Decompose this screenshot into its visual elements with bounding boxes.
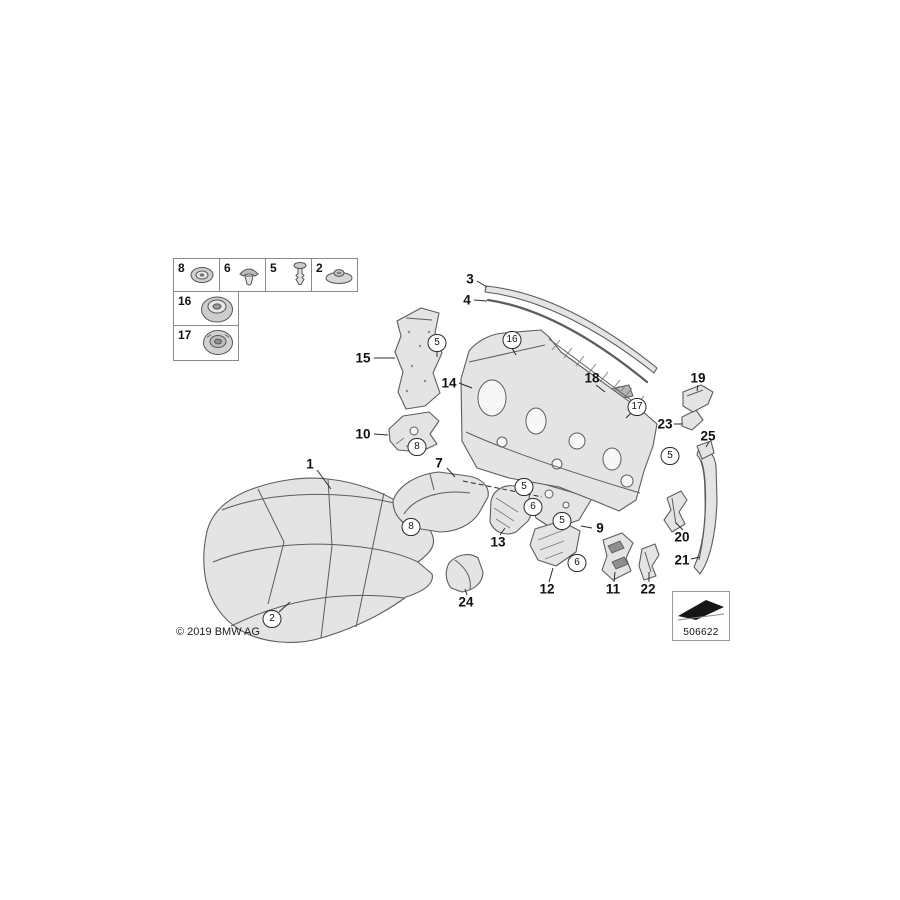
part-callout-24[interactable]: 24	[458, 594, 474, 610]
part-callout-3[interactable]: 3	[466, 271, 474, 287]
fastener-box-6[interactable]: 6	[219, 258, 266, 292]
part-callout-11[interactable]: 11	[605, 581, 621, 597]
diagram-number: 506622	[683, 627, 719, 638]
fastener-box-5[interactable]: 5	[265, 258, 312, 292]
part-3-cowl-strip	[484, 285, 658, 374]
ref-callout-8-5[interactable]: 8	[401, 518, 421, 536]
part-callout-25[interactable]: 25	[700, 428, 716, 444]
fastener-box-label: 6	[224, 261, 231, 275]
fastener-box-2[interactable]: 2	[311, 258, 358, 292]
part-10-bracket-insulation	[388, 411, 440, 453]
diagram-number-plate: 506622	[672, 591, 730, 641]
screw-grommet-icon	[324, 265, 354, 285]
ref-callout-8-4[interactable]: 8	[407, 438, 427, 456]
ref-callout-5-1[interactable]: 5	[427, 334, 447, 352]
ref-callout-5-10[interactable]: 5	[660, 447, 680, 465]
part-callout-14[interactable]: 14	[441, 375, 457, 391]
grommet-icon	[188, 264, 216, 286]
fastener-box-label: 16	[178, 294, 192, 308]
copyright-text: © 2019 BMW AG	[176, 626, 260, 638]
part-callout-21[interactable]: 21	[674, 552, 690, 568]
part-callout-20[interactable]: 20	[674, 529, 690, 545]
part-callout-23[interactable]: 23	[657, 416, 673, 432]
ref-callout-6-7[interactable]: 6	[523, 498, 543, 516]
fastener-box-label: 17	[178, 328, 192, 342]
part-15-side-insulation	[394, 307, 443, 410]
part-callout-22[interactable]: 22	[640, 581, 656, 597]
part-4-cowl-strip	[486, 298, 649, 384]
part-21-side-strip	[693, 448, 718, 575]
part-22-strip	[638, 543, 660, 581]
plastic-nut-icon	[201, 328, 235, 359]
fastener-box-16[interactable]: 16	[173, 291, 239, 326]
part-callout-7[interactable]: 7	[435, 455, 443, 471]
ref-callout-6-9[interactable]: 6	[567, 554, 587, 572]
part-1-hood-insulation-panel	[203, 477, 435, 643]
part-11-bracket	[601, 532, 634, 581]
part-callout-10[interactable]: 10	[355, 426, 371, 442]
part-callout-13[interactable]: 13	[490, 534, 506, 550]
ref-callout-5-8[interactable]: 5	[552, 512, 572, 530]
part-callout-19[interactable]: 19	[690, 370, 706, 386]
part-callout-12[interactable]: 12	[539, 581, 555, 597]
ref-callout-16-2[interactable]: 16	[502, 331, 522, 349]
part-20-bracket	[663, 490, 688, 533]
wedge-icon	[677, 600, 725, 621]
part-25-small-wedge	[696, 440, 715, 460]
ref-callout-5-6[interactable]: 5	[514, 478, 534, 496]
part-14-firewall-panel	[460, 329, 658, 512]
fastener-box-17[interactable]: 17	[173, 325, 239, 361]
part-callout-4[interactable]: 4	[463, 292, 471, 308]
plug-icon	[236, 263, 262, 287]
fastener-box-label: 5	[270, 261, 277, 275]
part-callout-15[interactable]: 15	[355, 350, 371, 366]
leader-lines	[278, 280, 710, 613]
part-callout-1[interactable]: 1	[306, 456, 314, 472]
fastener-box-label: 2	[316, 261, 323, 275]
expansion-rivet-icon	[292, 262, 308, 289]
part-callout-18[interactable]: 18	[584, 370, 600, 386]
part-callout-9[interactable]: 9	[596, 520, 604, 536]
part-24-triangular-pad	[445, 554, 484, 593]
part-19-bracket	[682, 384, 714, 413]
washer-grommet-icon	[199, 293, 235, 324]
fastener-box-label: 8	[178, 261, 185, 275]
ref-callout-17-3[interactable]: 17	[627, 398, 647, 416]
ref-callout-2-0[interactable]: 2	[262, 610, 282, 628]
